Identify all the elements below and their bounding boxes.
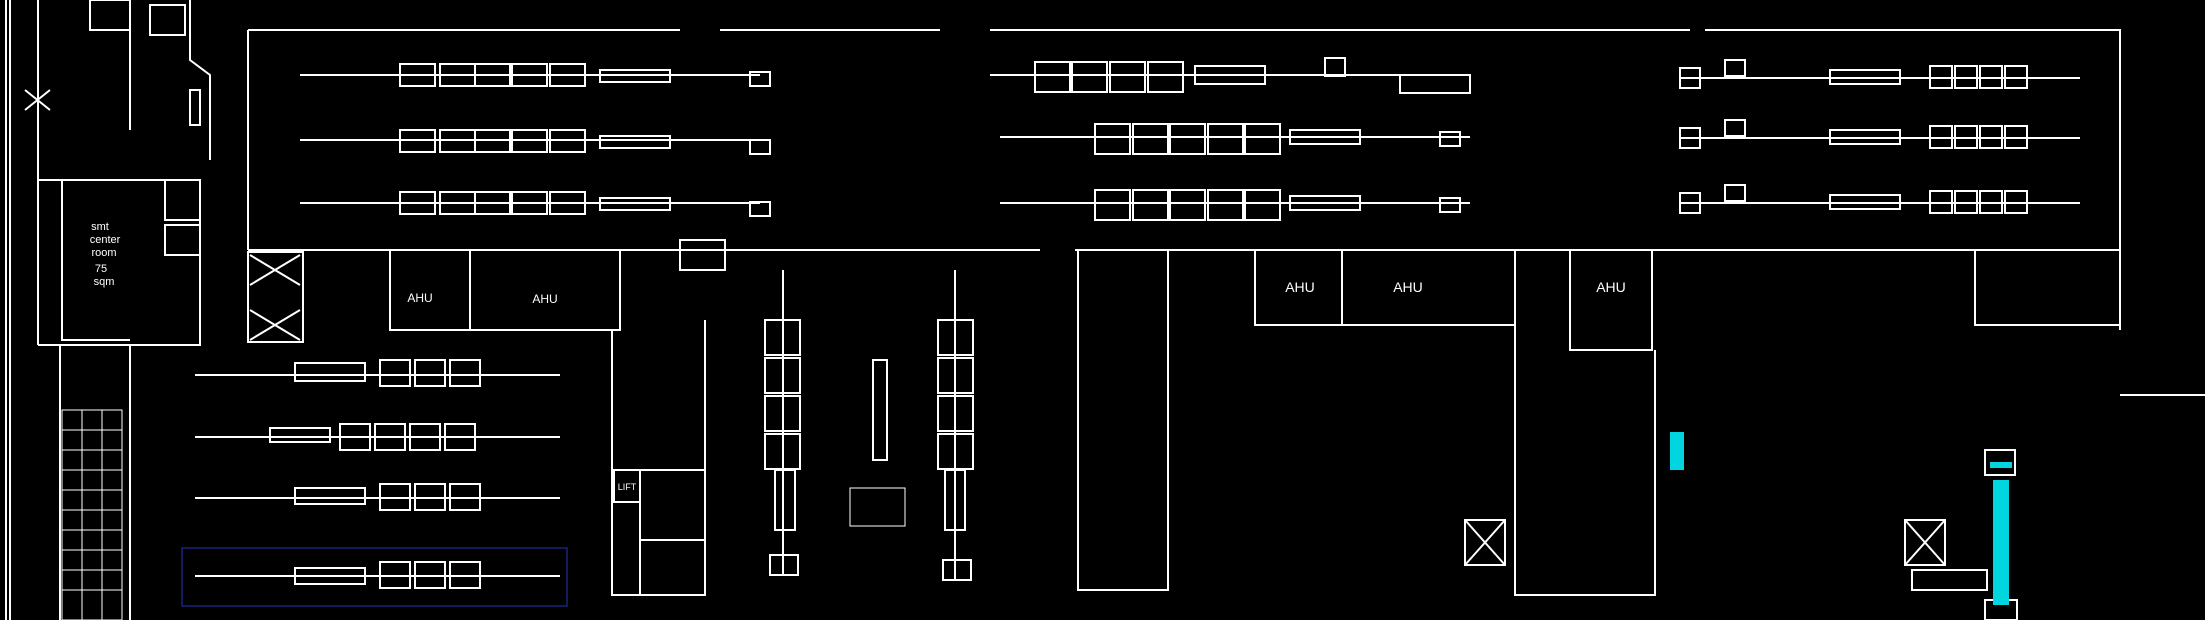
production-line-top-left [300,63,771,217]
production-line-top-right [1679,59,2080,214]
main-hall-wall [247,29,2121,330]
selection-outline[interactable] [181,547,568,607]
lift-core-walls [639,469,705,595]
column-block [679,239,726,271]
smt-room-label-line3: room [91,247,116,259]
smt-room-area-value: 75 [95,263,107,275]
large-room [1514,350,1656,596]
crossed-box-panel [1464,519,1506,566]
corridor-wall [129,0,211,160]
left-lower-wall [59,345,131,620]
crossed-box-panel [247,251,304,343]
smt-room-inner-wall [61,180,130,341]
small-room [164,224,201,256]
ahu-label: AHU [407,291,432,305]
conveyor-head [1984,449,2016,476]
smt-room-area-unit: sqm [94,276,115,288]
ahu-label: AHU [1596,279,1626,295]
ahu-label: AHU [1393,279,1423,295]
ahu-label: AHU [1285,279,1315,295]
lift-core-walls [611,320,706,596]
production-line-top-center [990,57,1471,221]
highlighted-conveyor[interactable] [1990,462,2012,468]
smt-room-label-line2: center [90,234,121,246]
stair-block [149,4,186,36]
small-room [164,179,201,221]
door-block [189,89,201,126]
ahu-room-walls [1254,250,1653,351]
crossed-box-panel [1904,519,1946,566]
conveyor-station [1911,569,1988,591]
smt-room-label-line1: smt [91,221,109,233]
large-room [1077,249,1169,591]
hourglass-symbol [24,89,51,111]
room-block [89,0,131,31]
corner-room [1974,250,2120,326]
production-line-lower-left [195,359,560,589]
highlighted-conveyor[interactable] [1993,480,2009,605]
lift-label: LIFT [618,482,637,492]
ahu-room-walls [389,250,621,331]
crossed-box-panel [1904,519,1946,566]
storage-racks [61,409,123,620]
ahu-label: AHU [532,292,557,306]
crossed-box-panel [1464,519,1506,566]
vertical-production-line [764,270,974,581]
storage-racks-small [849,487,906,527]
crossed-box-panel [249,254,301,341]
highlighted-zone[interactable] [1670,432,1684,470]
